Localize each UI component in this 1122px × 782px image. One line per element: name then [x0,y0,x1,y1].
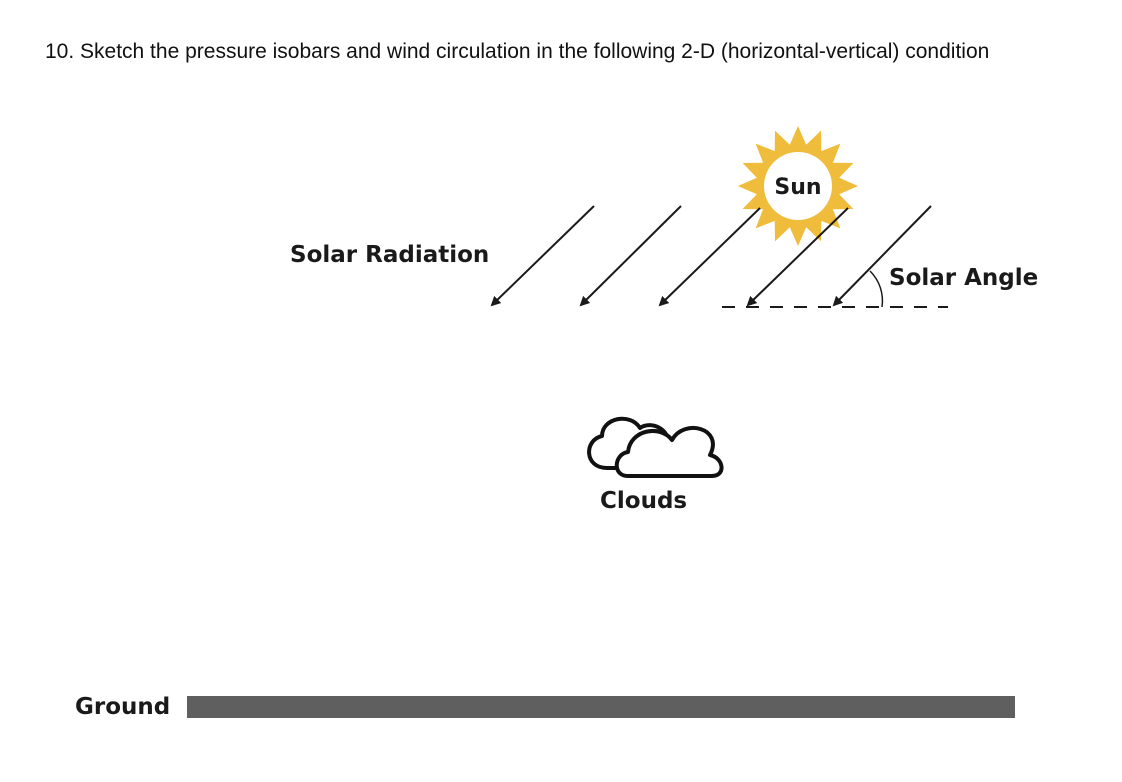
clouds-label: Clouds [600,488,688,514]
solar-angle-label: Solar Angle [889,265,1039,291]
clouds-icon [587,416,724,478]
sun-label: Sun [774,175,821,200]
radiation-arrow [490,205,595,307]
solar-radiation-label: Solar Radiation [290,242,490,268]
solar-angle-arc [869,270,884,308]
solar-radiation-arrows [490,205,932,307]
ground-bar [187,696,1015,718]
radiation-arrow [832,205,932,307]
radiation-arrow [658,207,761,307]
ground-label: Ground [75,694,171,720]
sun-icon: Sun [738,126,858,246]
radiation-arrow [746,207,849,307]
radiation-arrow [579,205,682,307]
question-text: 10. Sketch the pressure isobars and wind… [45,40,990,63]
